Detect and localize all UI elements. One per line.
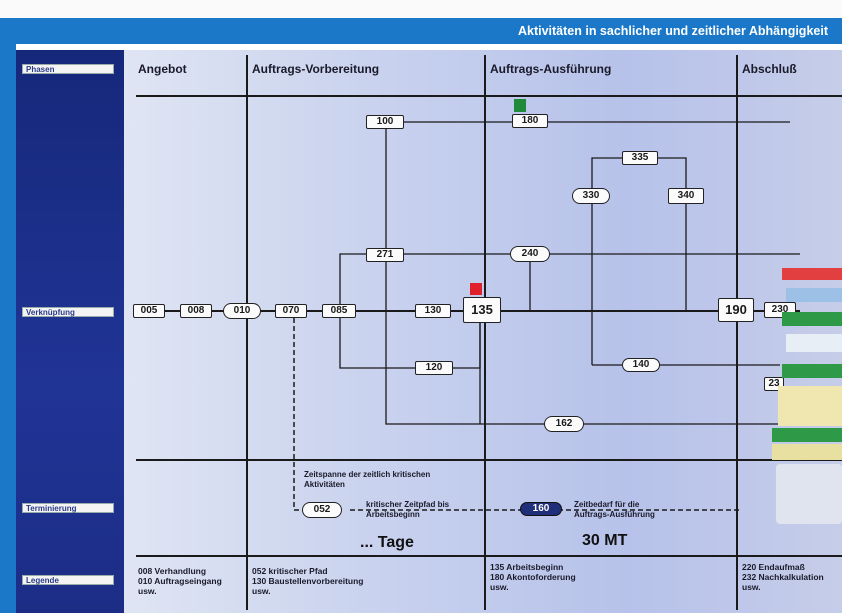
node-052: 052 [302,502,342,518]
node-271: 271 [366,248,404,262]
node-085: 085 [322,304,356,318]
legend-col-4: 220 Endaufmaß 232 Nachkalkulation usw. [742,562,824,592]
time-need-text: Zeitbedarf für die Auftrags-Ausführung [574,500,655,519]
connection-lines [160,121,800,425]
top-strip [0,0,842,18]
node-135: 135 [463,297,501,323]
node-335: 335 [622,151,658,165]
node-180: 180 [512,114,548,128]
legend-col-3: 135 Arbeitsbeginn 180 Akontoforderung us… [490,562,576,592]
node-162: 162 [544,416,584,432]
phase-vorbereitung: Auftrags-Vorbereitung [252,62,380,76]
phase-angebot: Angebot [138,62,187,76]
node-160: 160 [520,502,562,516]
diagram-canvas [124,50,842,613]
diagram-title: Aktivitäten in sachlicher und zeitlicher… [0,18,842,44]
critical-path-text: kritischer Zeitpfad bis Arbeitsbeginn [366,500,450,519]
green-marker-icon [514,99,526,112]
legend-col-2: 052 kritischer Pfad 130 Baustellenvorber… [252,566,364,596]
node-008: 008 [180,304,212,318]
node-190: 190 [718,298,754,322]
node-330: 330 [572,188,610,204]
grid-lines [136,55,842,610]
node-130: 130 [415,304,451,318]
legend-col-1: 008 Verhandlung 010 Auftragseingang usw. [138,566,222,596]
node-005: 005 [133,304,165,318]
node-010: 010 [223,303,261,319]
node-340: 340 [668,188,704,204]
node-070: 070 [275,304,307,318]
mt-label: 30 MT [582,532,628,549]
node-100: 100 [366,115,404,129]
red-marker-icon [470,283,482,295]
critical-span-text: Zeitspanne der zeitlich kritischen Aktiv… [304,470,431,489]
node-140: 140 [622,358,660,372]
row-label-phasen: Phasen [22,64,114,74]
phase-abschluss: Abschluß [742,62,797,76]
row-label-verknuepfung: Verknüpfung [22,307,114,317]
phase-ausfuehrung: Auftrags-Ausführung [490,62,612,76]
node-120: 120 [415,361,453,375]
card-stack-photo [772,268,842,528]
tage-label: ... Tage [360,534,414,551]
left-edge-band [0,44,16,613]
row-label-terminierung: Terminierung [22,503,114,513]
node-240: 240 [510,246,550,262]
row-label-legende: Legende [22,575,114,585]
row-label-panel [16,50,124,613]
